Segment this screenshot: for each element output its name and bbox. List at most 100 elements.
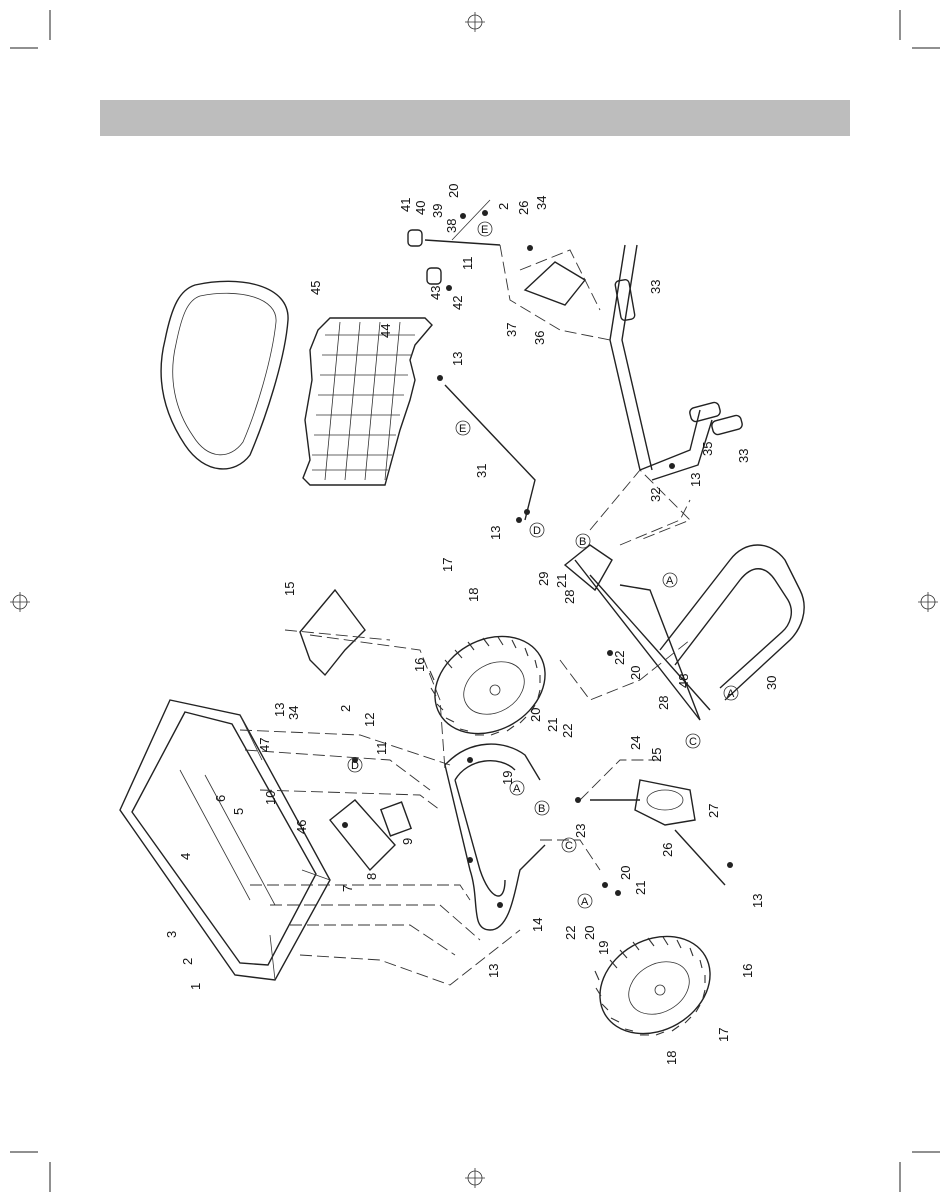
part-label-36: 36 [532, 331, 547, 345]
callout-b-upper: B [576, 534, 590, 548]
part-label-15: 15 [282, 582, 297, 596]
part-label-7: 7 [340, 885, 355, 892]
part-label-27: 27 [706, 804, 721, 818]
svg-text:C: C [689, 736, 697, 748]
part-label-1: 1 [188, 983, 203, 990]
part-label-2-top: 2 [496, 203, 511, 210]
svg-text:D: D [533, 525, 541, 537]
callout-a-2: A [724, 686, 738, 700]
callout-letters: E E D D B B A A A A C C [348, 222, 738, 908]
part-label-37: 37 [504, 323, 519, 337]
part-label-30: 30 [764, 676, 779, 690]
registration-mark-right [918, 592, 938, 612]
registration-mark-top [465, 12, 485, 32]
part-label-23: 23 [573, 824, 588, 838]
part-label-45: 45 [308, 281, 323, 295]
part-label-20-right: 20 [628, 666, 643, 680]
svg-text:E: E [481, 224, 488, 236]
part-label-13-rod-bottom: 13 [488, 526, 503, 540]
callout-e-lower: E [456, 421, 470, 435]
part-label-19-center: 19 [500, 771, 515, 785]
part-label-29: 29 [536, 572, 551, 586]
svg-text:C: C [565, 840, 573, 852]
control-rod [445, 385, 535, 520]
part-label-14: 14 [530, 918, 545, 932]
svg-text:B: B [538, 803, 545, 815]
part-label-22-center: 22 [560, 724, 575, 738]
registration-mark-bottom [465, 1168, 485, 1188]
part-label-20-center: 20 [528, 708, 543, 722]
callout-c-2: C [562, 838, 576, 852]
part-label-13-rod-top: 13 [450, 352, 465, 366]
axle-rod [675, 830, 725, 885]
gearbox [635, 780, 695, 825]
part-label-17-top: 17 [440, 558, 455, 572]
part-label-6: 6 [213, 795, 228, 802]
part-label-4: 4 [178, 853, 193, 860]
mounting-plate [330, 800, 395, 870]
callout-b-lower: B [535, 801, 549, 815]
callout-a-1: A [663, 573, 677, 587]
svg-text:E: E [459, 423, 466, 435]
svg-text:A: A [581, 896, 589, 908]
wheel-lower [582, 917, 727, 1053]
part-label-9: 9 [400, 838, 415, 845]
callout-c-1: C [686, 734, 700, 748]
part-label-22-right: 22 [612, 651, 627, 665]
part-label-28-bottom: 28 [656, 696, 671, 710]
part-label-21-right: 21 [554, 574, 569, 588]
part-label-33-bottom: 33 [736, 449, 751, 463]
part-label-35: 35 [700, 442, 715, 456]
spacer-block [381, 802, 411, 836]
part-label-21-center: 21 [545, 718, 560, 732]
part-label-43: 43 [428, 286, 443, 300]
part-label-13-bottom-left: 13 [486, 964, 501, 978]
seat-cushion [161, 281, 288, 469]
main-frame [445, 744, 545, 930]
hopper-tray [120, 700, 330, 980]
part-label-13-left: 13 [272, 703, 287, 717]
part-label-20-bottom-2: 20 [582, 926, 597, 940]
registration-mark-left [10, 592, 30, 612]
part-label-46: 46 [294, 820, 309, 834]
part-label-8: 8 [364, 873, 379, 880]
part-label-33-top: 33 [648, 280, 663, 294]
part-label-10: 10 [263, 791, 278, 805]
part-label-34-left: 34 [286, 706, 301, 720]
part-label-11-top: 11 [460, 257, 475, 271]
part-label-16-bottom: 16 [740, 964, 755, 978]
part-label-19-bottom: 19 [596, 941, 611, 955]
part-label-39: 39 [430, 204, 445, 218]
part-label-21-bottom: 21 [633, 881, 648, 895]
part-label-17-bottom: 17 [716, 1028, 731, 1042]
part-label-13-bottom-right: 13 [750, 894, 765, 908]
part-label-26-bottom: 26 [660, 843, 675, 857]
part-label-2-bottom: 2 [180, 958, 195, 965]
part-label-32: 32 [648, 488, 663, 502]
part-label-41: 41 [398, 198, 413, 212]
part-label-13-handle: 13 [688, 473, 703, 487]
part-label-38: 38 [444, 219, 459, 233]
part-label-20-top: 20 [446, 184, 461, 198]
callout-d-lower: D [348, 758, 362, 772]
part-label-42: 42 [450, 296, 465, 310]
svg-text:D: D [351, 760, 359, 772]
part-label-3: 3 [164, 931, 179, 938]
part-label-26-top: 26 [516, 201, 531, 215]
callout-e-upper: E [478, 222, 492, 236]
part-label-25: 25 [649, 748, 664, 762]
part-label-11-left: 11 [374, 742, 389, 756]
part-label-28-top: 28 [562, 590, 577, 604]
svg-text:A: A [727, 688, 735, 700]
tow-bar [565, 545, 710, 720]
svg-text:B: B [579, 536, 586, 548]
part-label-34-top: 34 [534, 196, 549, 210]
part-label-5: 5 [231, 808, 246, 815]
part-label-18-bottom: 18 [664, 1051, 679, 1065]
callout-a-4: A [578, 894, 592, 908]
part-label-44: 44 [378, 324, 393, 338]
handle-bracket [525, 262, 585, 305]
part-label-47: 47 [257, 738, 272, 752]
part-label-40: 40 [413, 201, 428, 215]
